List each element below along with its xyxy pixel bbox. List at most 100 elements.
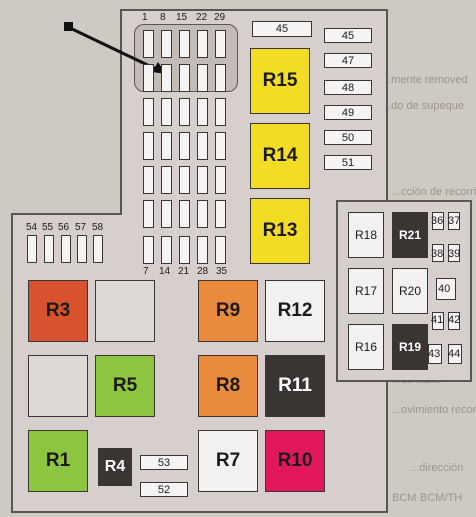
fuse-label-bottom-14: 14 — [159, 266, 171, 277]
fuse-slot-11 — [161, 132, 172, 160]
fuse-slot-18 — [179, 132, 190, 160]
fuse-label-55: 55 — [42, 222, 54, 233]
relay-r14: R14 — [250, 123, 310, 189]
fuse-slot-37 — [448, 212, 460, 230]
fuse-slot-30 — [215, 64, 226, 92]
relay-r20: R20 — [392, 268, 428, 314]
background-text-6: ...dirección — [410, 462, 464, 474]
fuse-slot-39 — [448, 244, 460, 262]
fuse-slot-43 — [428, 344, 442, 364]
fuse-slot-35 — [215, 236, 226, 264]
background-text-8: BCM/TH — [420, 492, 463, 504]
fuse-slot-55 — [44, 235, 54, 263]
fuse-slot-12 — [161, 166, 172, 194]
fuse-slot-21 — [179, 236, 190, 264]
fuse-label-44: 44 — [448, 348, 461, 360]
fuse-label-40: 40 — [438, 283, 451, 295]
fuse-slot-38 — [432, 244, 444, 262]
fuse-label-58: 58 — [92, 222, 104, 233]
fuse-50: 50 — [324, 130, 372, 145]
fuse-slot-24 — [197, 98, 208, 126]
relay-r3: R3 — [28, 280, 88, 342]
fuse-slot-26 — [197, 166, 208, 194]
fuse-slot-13 — [161, 200, 172, 228]
fuse-label-bottom-28: 28 — [197, 266, 209, 277]
fuse-label-57: 57 — [75, 222, 87, 233]
fuse-49: 49 — [324, 105, 372, 120]
fuse-label-36: 36 — [431, 215, 444, 227]
fuse-slot-31 — [215, 98, 226, 126]
fuse-48: 48 — [324, 80, 372, 95]
relay-r18: R18 — [348, 212, 384, 258]
fuse-label-43: 43 — [428, 348, 441, 360]
fuse-label-39: 39 — [448, 248, 461, 260]
fuse-slot-54 — [27, 235, 37, 263]
fuse-label-bottom-7: 7 — [143, 266, 149, 277]
fuse-53: 53 — [140, 455, 188, 470]
fuse-slot-7 — [143, 236, 154, 264]
fuse-slot-17 — [179, 98, 190, 126]
fuse-slot-1 — [143, 30, 154, 58]
background-text-7: BCM — [392, 492, 417, 504]
relay-r7: R7 — [198, 430, 258, 492]
fuse-slot-56 — [61, 235, 71, 263]
fuse-slot-4 — [143, 132, 154, 160]
fuse-label-56: 56 — [58, 222, 70, 233]
fuse-slot-32 — [215, 132, 226, 160]
fuse-slot-3 — [143, 98, 154, 126]
relay-empty-top — [95, 280, 155, 342]
background-text-5: ...ovimiento recorrido — [392, 404, 476, 416]
fuse-slot-57 — [77, 235, 87, 263]
fuse-label-54: 54 — [26, 222, 38, 233]
fuse-label-bottom-21: 21 — [178, 266, 190, 277]
fuse-label-41: 41 — [431, 314, 444, 326]
fuse-slot-41 — [432, 312, 444, 330]
fuse-slot-20 — [179, 200, 190, 228]
relay-r16: R16 — [348, 324, 384, 370]
fuse-label-top-8: 8 — [160, 12, 166, 23]
relay-r13: R13 — [250, 198, 310, 264]
relay-r19: R19 — [392, 324, 428, 370]
relay-r4: R4 — [98, 448, 132, 486]
relay-r8: R8 — [198, 355, 258, 417]
fuse-label-38: 38 — [431, 248, 444, 260]
fuse-45: 45 — [324, 28, 372, 43]
fuse-slot-44 — [448, 344, 462, 364]
relay-r9: R9 — [198, 280, 258, 342]
fuse-slot-15 — [179, 30, 190, 58]
fuse-slot-9 — [161, 64, 172, 92]
fuse-slot-19 — [179, 166, 190, 194]
fuse-slot-27 — [197, 200, 208, 228]
fuse-slot-8 — [161, 30, 172, 58]
relay-r10: R10 — [265, 430, 325, 492]
fuse-slot-29 — [215, 30, 226, 58]
fuse-45-top: 45 — [252, 21, 312, 37]
relay-r21: R21 — [392, 212, 428, 258]
fuse-label-bottom-35: 35 — [216, 266, 228, 277]
fuse-slot-40 — [436, 278, 456, 300]
relay-r5: R5 — [95, 355, 155, 417]
relay-r17: R17 — [348, 268, 384, 314]
fuse-label-37: 37 — [448, 215, 461, 227]
fuse-slot-25 — [197, 132, 208, 160]
background-text-1: ...mente removed — [382, 74, 468, 86]
background-text-2: ...do de supeque — [382, 100, 464, 112]
fuse-slot-10 — [161, 98, 172, 126]
fuse-slot-34 — [215, 200, 226, 228]
fuse-slot-16 — [179, 64, 190, 92]
fuse-slot-6 — [143, 200, 154, 228]
fuse-slot-42 — [448, 312, 460, 330]
fuse-slot-5 — [143, 166, 154, 194]
relay-r1: R1 — [28, 430, 88, 492]
fuse-51: 51 — [324, 155, 372, 170]
fuse-label-top-1: 1 — [142, 12, 148, 23]
fuse-slot-23 — [197, 64, 208, 92]
fuse-label-top-15: 15 — [176, 12, 188, 23]
fuse-52: 52 — [140, 482, 188, 497]
relay-r12: R12 — [265, 280, 325, 342]
relay-empty-mid — [28, 355, 88, 417]
fuse-slot-36 — [432, 212, 444, 230]
fuse-slot-22 — [197, 30, 208, 58]
fuse-slot-33 — [215, 166, 226, 194]
fuse-label-42: 42 — [448, 314, 461, 326]
